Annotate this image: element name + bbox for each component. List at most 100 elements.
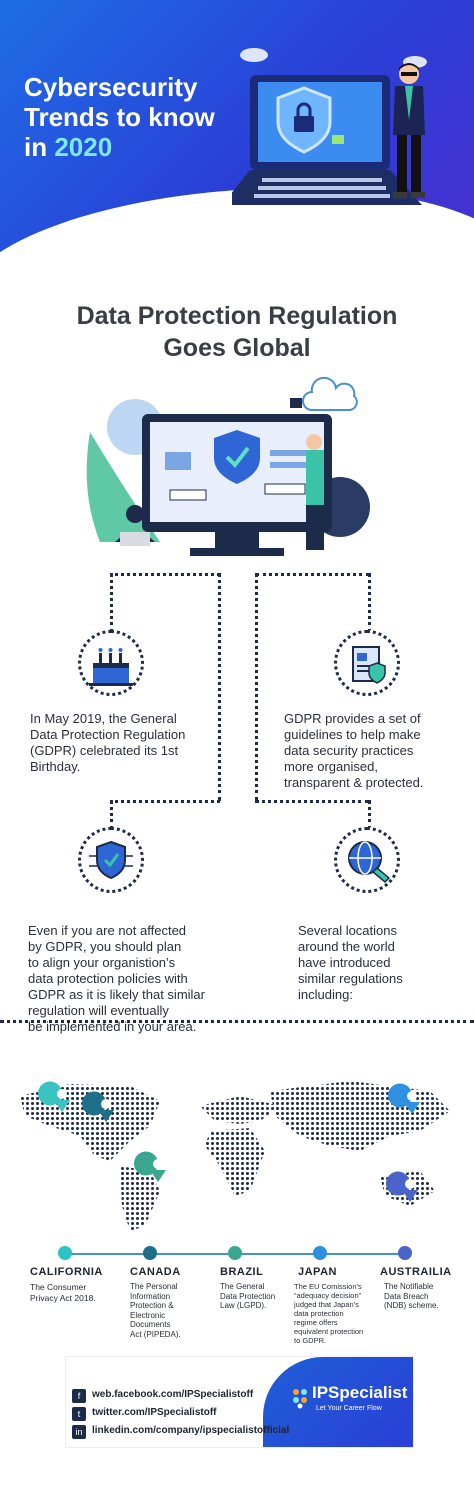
- connector-right-h2: [255, 800, 369, 803]
- section-title: Data Protection Regulation Goes Global: [0, 300, 474, 364]
- timeline-dot-japan: [313, 1246, 327, 1260]
- timeline-dot-california: [58, 1246, 72, 1260]
- title-prefix: in: [24, 132, 55, 162]
- brazil-desc-line-3: Law (LGPD).: [220, 1301, 267, 1310]
- brazil-desc-line-2: Data Protection: [220, 1291, 276, 1301]
- region-name-california: CALIFORNIA: [30, 1266, 103, 1278]
- locations-text: Several locations around the world have …: [298, 923, 403, 1003]
- birthday-line-3: (GDPR) celebrated its 1st: [30, 743, 179, 758]
- timeline-dot-brazil: [228, 1246, 242, 1260]
- page-title: Cybersecurity Trends to know in 2020: [24, 72, 254, 162]
- region-name-australia: AUSTRAILIA: [380, 1266, 452, 1278]
- canada-desc-line-4: Electronic: [130, 1310, 166, 1320]
- twitter-icon[interactable]: t: [72, 1407, 86, 1421]
- timeline-dot-canada: [143, 1246, 157, 1260]
- region-desc-brazil: The General Data Protection Law (LGPD).: [220, 1282, 275, 1311]
- locations-line-1: Several locations: [298, 923, 397, 938]
- title-year: 2020: [54, 132, 113, 162]
- section-title-line-1: Data Protection Regulation: [76, 302, 398, 330]
- guidelines-line-2: guidelines to help make: [284, 727, 421, 742]
- locations-line-2: around the world: [298, 939, 395, 954]
- japan-desc-line-6: equivalent protection: [294, 1327, 364, 1336]
- connector-left-h1: [110, 573, 220, 576]
- japan-desc-line-5: regime offers: [294, 1318, 338, 1327]
- section-title-line-2: Goes Global: [163, 334, 311, 362]
- region-name-brazil: BRAZIL: [220, 1266, 264, 1278]
- align-line-1: Even if you are not affected: [28, 923, 187, 938]
- japan-desc-line-7: to GDPR.: [294, 1336, 327, 1345]
- hacker-icon: [393, 63, 425, 198]
- locations-line-4: similar regulations: [298, 971, 403, 986]
- title-line-2: Trends to know: [24, 102, 215, 132]
- map-pin-icon: [38, 1081, 420, 1202]
- monitor-shield-icon: [86, 376, 370, 556]
- guidelines-line-1: GDPR provides a set of: [284, 711, 421, 726]
- birthday-text: In May 2019, the General Data Protection…: [30, 711, 185, 775]
- canada-desc-line-6: Act (PIPEDA).: [130, 1329, 181, 1339]
- world-map-icon: [20, 1081, 450, 1231]
- twitter-link[interactable]: twitter.com/IPSpecialistoff: [92, 1407, 217, 1418]
- birthday-cake-icon: [89, 648, 133, 686]
- california-desc-line-2: Privacy Act 2018.: [30, 1292, 96, 1303]
- region-desc-japan: The EU Comission’s “adequacy decision” j…: [294, 1282, 363, 1345]
- footer-brand-panel: [263, 1357, 413, 1447]
- australia-desc-line-3: (NDB) scheme.: [384, 1301, 439, 1310]
- connector-left-mid: [218, 573, 221, 801]
- align-line-7: be implemented in your area.: [28, 1019, 197, 1034]
- connector-right-mid: [255, 573, 258, 801]
- birthday-line-1: In May 2019, the General: [30, 711, 177, 726]
- locations-icon-circle: [334, 827, 400, 893]
- footer-card: f web.facebook.com/IPSpecialistoff t twi…: [66, 1357, 413, 1447]
- region-name-japan: JAPAN: [298, 1266, 337, 1278]
- align-line-5: GDPR as it is likely that similar: [28, 987, 205, 1002]
- brand-name: IPSpecialist: [312, 1383, 408, 1402]
- japan-desc-line-4: data protection: [294, 1309, 344, 1318]
- guidelines-line-5: transparent & protected.: [284, 775, 424, 790]
- align-line-2: by GDPR, you should plan: [28, 939, 182, 954]
- japan-desc-line-3: judged that Japan’s: [294, 1300, 359, 1309]
- connector-left-top: [110, 573, 113, 633]
- california-desc-line-1: The Consumer: [30, 1282, 87, 1292]
- locations-line-5: including:: [298, 987, 353, 1002]
- canada-desc-line-2: Information: [130, 1291, 171, 1301]
- connector-right-h1: [256, 573, 369, 576]
- map-divider: [0, 1020, 474, 1023]
- connector-right-low: [368, 800, 371, 830]
- region-name-canada: CANADA: [130, 1266, 181, 1278]
- timeline-dot-australia: [398, 1246, 412, 1260]
- guidelines-text: GDPR provides a set of guidelines to hel…: [284, 711, 423, 791]
- title-line-1: Cybersecurity: [24, 72, 198, 102]
- japan-desc-line-1: The EU Comission’s: [294, 1282, 362, 1291]
- canada-desc-line-5: Documents: [130, 1320, 171, 1329]
- region-desc-california: The Consumer Privacy Act 2018.: [30, 1282, 96, 1303]
- region-desc-australia: The Notifiable Data Breach (NDB) scheme.: [384, 1282, 439, 1311]
- linkedin-link[interactable]: linkedin.com/company/ipspecialistofficia…: [92, 1425, 290, 1436]
- connector-left-h2: [110, 800, 220, 803]
- brazil-desc-line-1: The General: [220, 1282, 265, 1291]
- facebook-icon[interactable]: f: [72, 1389, 86, 1403]
- laptop-lock-icon: [232, 48, 427, 205]
- align-icon-circle: [78, 827, 144, 893]
- connector-left-low: [110, 800, 113, 830]
- japan-desc-line-2: “adequacy decision”: [294, 1291, 362, 1300]
- linkedin-icon[interactable]: in: [72, 1425, 86, 1439]
- region-desc-canada: The Personal Information Protection & El…: [130, 1282, 181, 1339]
- guidelines-icon-circle: [334, 630, 400, 696]
- birthday-line-2: Data Protection Regulation: [30, 727, 186, 742]
- ipspecialist-logo-icon: [293, 1389, 307, 1409]
- align-line-3: to align your organistion’s: [28, 955, 176, 970]
- document-shield-icon: [352, 646, 386, 684]
- canada-desc-line-3: Protection &: [130, 1301, 174, 1310]
- canada-desc-line-1: The Personal: [130, 1282, 178, 1291]
- align-line-6: regulation will eventually: [28, 1003, 169, 1018]
- birthday-icon-circle: [78, 630, 144, 696]
- guidelines-line-4: more organised,: [284, 759, 378, 774]
- australia-desc-line-1: The Notifiable: [384, 1282, 434, 1291]
- australia-desc-line-2: Data Breach: [384, 1291, 429, 1301]
- guidelines-line-3: data security practices: [284, 743, 414, 758]
- align-line-4: data protection policies with: [28, 971, 188, 986]
- align-text: Even if you are not affected by GDPR, yo…: [28, 923, 205, 1035]
- facebook-link[interactable]: web.facebook.com/IPSpecialistoff: [92, 1389, 254, 1400]
- shield-circuit-icon: [89, 840, 133, 880]
